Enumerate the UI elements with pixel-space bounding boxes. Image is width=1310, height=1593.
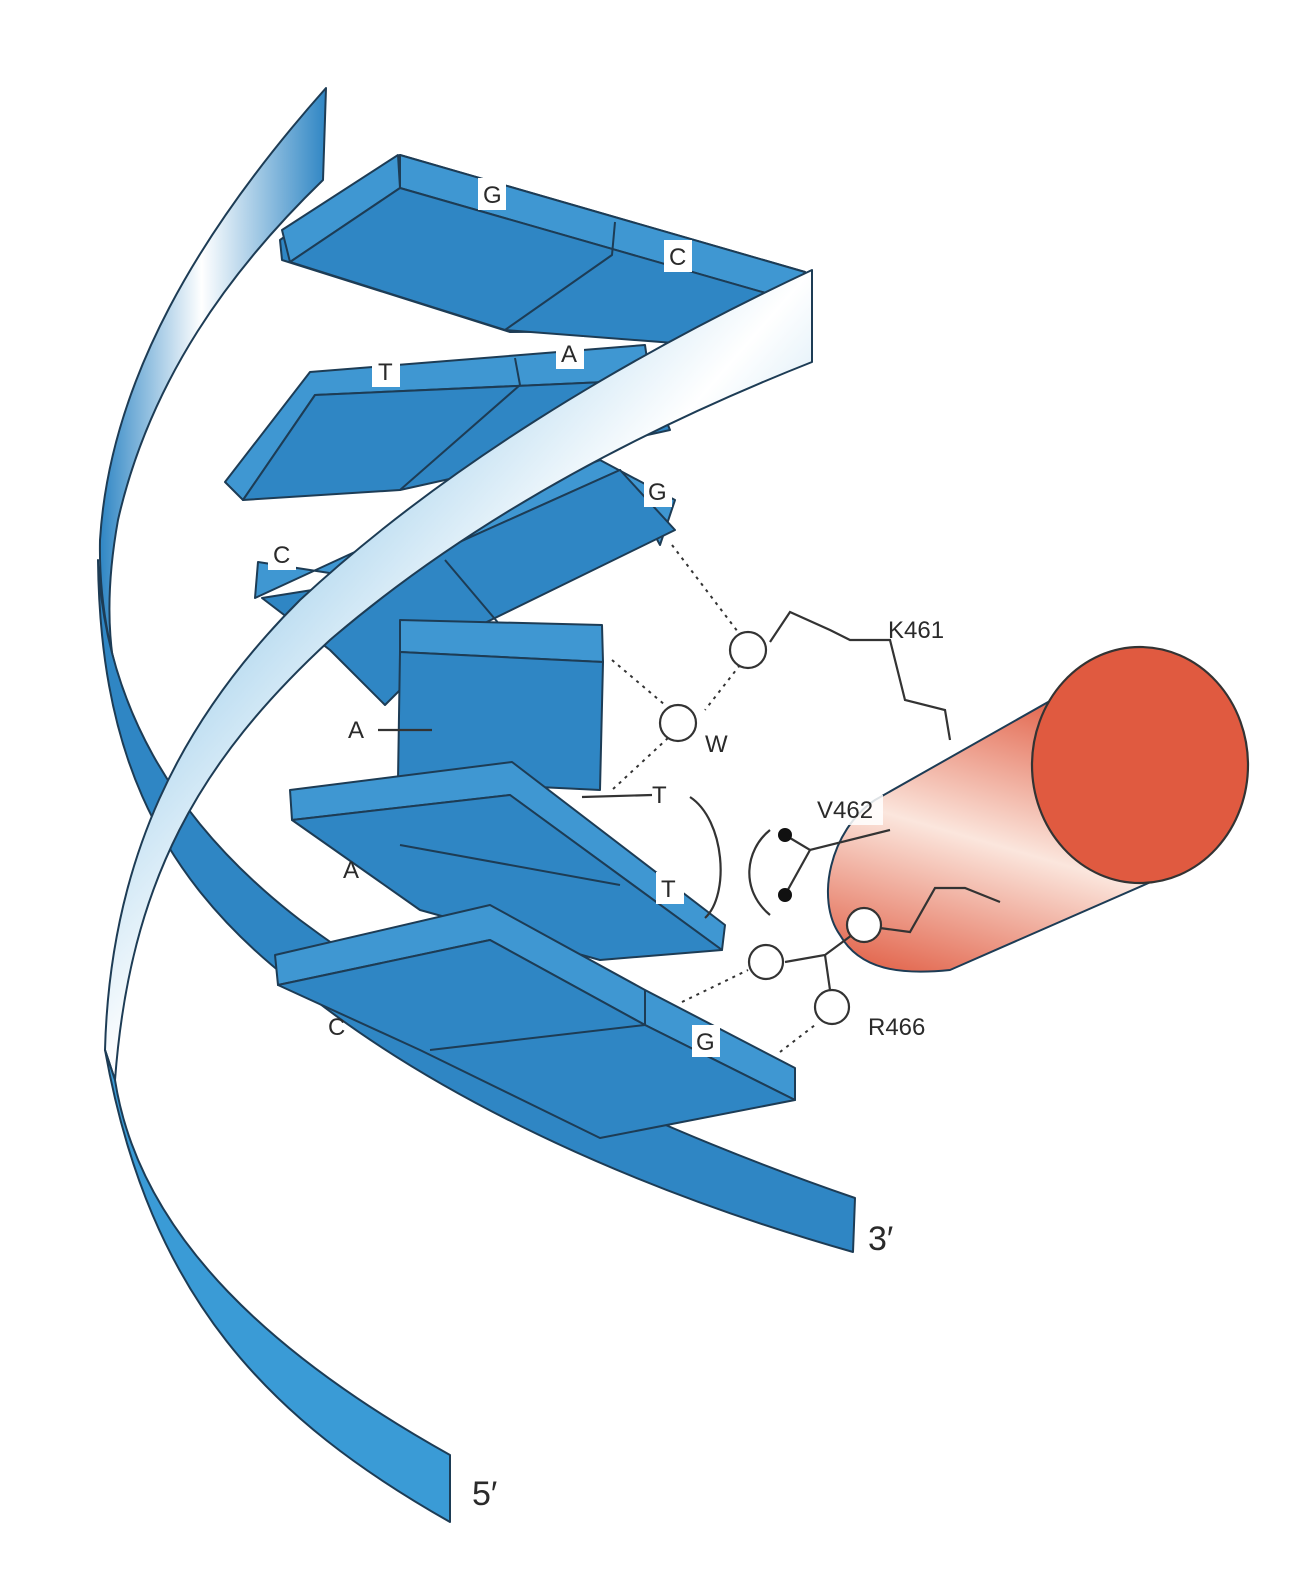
base-label-t5: T bbox=[661, 876, 676, 903]
water-label: W bbox=[705, 731, 728, 758]
base-label-a5: A bbox=[343, 857, 359, 884]
k461-label: K461 bbox=[888, 617, 944, 644]
v462-methyl-2 bbox=[778, 888, 792, 902]
base-label-c6: C bbox=[328, 1014, 345, 1041]
base-label-c3: C bbox=[273, 542, 290, 569]
r466-atom-2 bbox=[815, 990, 849, 1024]
base-label-a4: A bbox=[348, 717, 364, 744]
r466-atom-1 bbox=[749, 945, 783, 979]
base-label-g6: G bbox=[696, 1029, 715, 1056]
r466-atom-3 bbox=[847, 908, 881, 942]
three-prime-label: 3′ bbox=[868, 1220, 893, 1258]
r466-label: R466 bbox=[868, 1014, 925, 1041]
base-label-t2: T bbox=[378, 359, 393, 386]
v462-label: V462 bbox=[817, 797, 873, 824]
v462-methyl-1 bbox=[778, 828, 792, 842]
water-molecule bbox=[660, 705, 696, 741]
base-label-a2: A bbox=[561, 341, 577, 368]
base-label-g1: G bbox=[483, 182, 502, 209]
protein-alpha-helix-cylinder bbox=[828, 647, 1248, 972]
base-label-c1: C bbox=[669, 244, 686, 271]
base-label-g3: G bbox=[648, 479, 667, 506]
k461-atom bbox=[730, 632, 766, 668]
five-prime-label: 5′ bbox=[472, 1475, 497, 1513]
base-label-t4: T bbox=[652, 782, 667, 809]
